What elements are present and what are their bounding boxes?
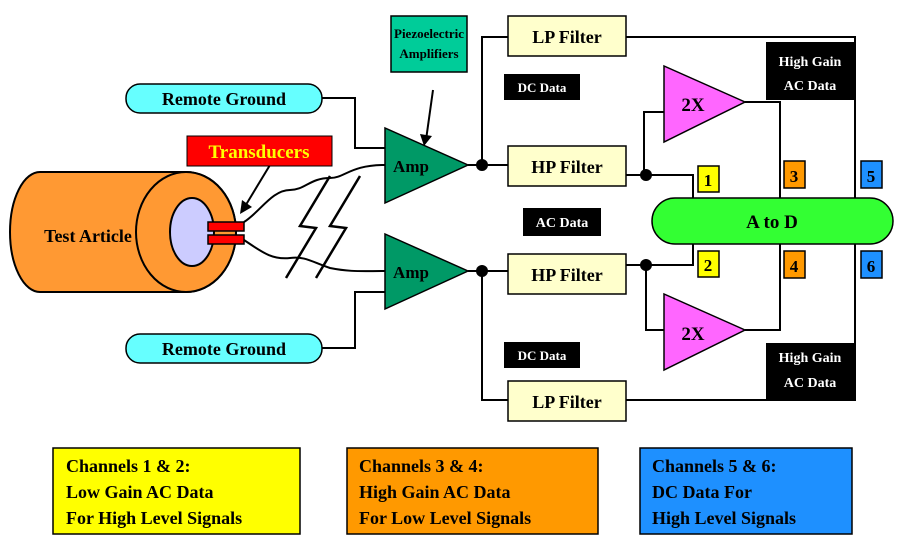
channel-4-badge — [783, 250, 806, 279]
amp-bottom — [384, 232, 470, 311]
arrow-transducers — [243, 164, 271, 209]
high-gain-bottom-tag — [766, 343, 854, 401]
wire-hp-top-ch1 — [626, 174, 694, 198]
channel-5-label: 5 — [867, 167, 876, 186]
legend-box-channels-3-4 — [346, 447, 599, 535]
wire-hp-top-gain — [643, 111, 664, 175]
channel-3-badge — [783, 160, 806, 189]
channel-4-label: 4 — [790, 257, 799, 276]
piezo-amplifiers-box — [390, 15, 468, 73]
remote-ground-top-label: Remote Ground — [162, 89, 286, 109]
high-gain-top-line2: AC Data — [784, 79, 837, 94]
legend-2-line2: High Gain AC Data — [359, 482, 511, 502]
arrowhead-transducers — [240, 200, 252, 214]
gain-bottom-label: 2X — [681, 324, 705, 345]
ac-data-label: AC Data — [536, 216, 589, 231]
cable-top — [243, 164, 386, 223]
legend-1-line2: Low Gain AC Data — [66, 482, 214, 502]
amp-top — [384, 126, 470, 205]
dc-data-bottom-tag — [504, 342, 580, 368]
channel-5-badge — [860, 160, 883, 189]
hp-filter-bottom-label: HP Filter — [531, 265, 602, 285]
channel-6-badge — [860, 250, 883, 279]
test-article: Test Article — [9, 171, 245, 293]
wire-to-lp-top — [481, 36, 508, 165]
channel-6-label: 6 — [867, 257, 876, 276]
channel-2-label: 2 — [704, 256, 713, 275]
piezo-label-line2: Amplifiers — [399, 46, 458, 61]
lp-filter-top — [507, 15, 627, 57]
dc-data-bottom-label: DC Data — [518, 348, 567, 363]
legend-2-line3: For Low Level Signals — [359, 508, 531, 528]
junction-dot — [476, 265, 488, 277]
hp-filter-bottom — [507, 253, 627, 295]
junction-dot — [476, 159, 488, 171]
wire-remote-ground-bottom — [322, 291, 385, 349]
wire-gain-top-ch3 — [745, 101, 781, 198]
hp-filter-top — [507, 145, 627, 187]
high-gain-bottom-line1: High Gain — [779, 351, 842, 366]
channel-1-label: 1 — [704, 171, 713, 190]
dc-data-top-label: DC Data — [518, 80, 567, 95]
break-zigzag-left — [284, 175, 332, 279]
high-gain-bottom-line2: AC Data — [784, 376, 837, 391]
legend-box-channels-5-6 — [639, 447, 853, 535]
dc-data-top-tag — [504, 74, 580, 100]
high-gain-top-line1: High Gain — [779, 55, 842, 70]
cylinder-core — [169, 197, 215, 267]
cable-bottom — [243, 239, 386, 273]
high-gain-top-tag — [766, 42, 854, 100]
amp-bottom-label: Amp — [393, 263, 429, 282]
amp-top-label: Amp — [393, 157, 429, 176]
remote-ground-bottom — [125, 333, 323, 364]
remote-ground-bottom-label: Remote Ground — [162, 339, 286, 359]
gain-bottom — [663, 292, 747, 372]
channel-3-label: 3 — [790, 167, 799, 186]
piezo-label-line1: Piezoelectric — [394, 26, 464, 41]
wire-to-lp-bottom — [481, 271, 508, 401]
lp-filter-bottom-label: LP Filter — [532, 392, 601, 412]
hp-filter-top-label: HP Filter — [531, 157, 602, 177]
ac-data-tag — [523, 208, 601, 236]
legend: Channels 1 & 2: Low Gain AC Data For Hig… — [52, 447, 853, 535]
gain-top-label: 2X — [681, 95, 705, 116]
legend-1-line3: For High Level Signals — [66, 508, 242, 528]
channel-1-badge — [697, 165, 720, 193]
transducer-bottom — [207, 234, 245, 245]
a-to-d-label: A to D — [746, 212, 798, 233]
test-article-label: Test Article — [44, 226, 132, 246]
legend-2-line1: Channels 3 & 4: — [359, 456, 484, 476]
wire-lp-bottom-bus — [626, 240, 856, 401]
legend-box-channels-1-2 — [52, 447, 301, 535]
gain-top — [663, 64, 747, 144]
wire-gain-bottom-ch4 — [745, 244, 781, 331]
wire-remote-ground-top — [322, 97, 385, 149]
junction-dots — [476, 159, 652, 277]
lp-filter-bottom — [507, 380, 627, 422]
a-to-d-converter — [651, 197, 894, 245]
legend-3-line3: High Level Signals — [652, 508, 796, 528]
legend-1-line1: Channels 1 & 2: — [66, 456, 191, 476]
junction-dot — [640, 169, 652, 181]
arrowhead-piezo — [420, 134, 432, 146]
junction-dot — [640, 259, 652, 271]
channel-2-badge — [697, 250, 720, 278]
legend-3-line2: DC Data For — [652, 482, 752, 502]
transducer-top — [207, 221, 245, 232]
lp-filter-top-label: LP Filter — [532, 27, 601, 47]
break-zigzag-right — [314, 175, 362, 279]
legend-3-line1: Channels 5 & 6: — [652, 456, 777, 476]
cable-break — [284, 175, 362, 279]
wire-hp-bottom-ch2 — [626, 244, 694, 266]
wire-lp-top-bus — [626, 36, 856, 200]
arrow-piezo-to-amp — [425, 89, 434, 141]
remote-ground-top — [125, 83, 323, 114]
transducers-box — [186, 135, 333, 167]
wire-hp-bottom-gain — [645, 265, 664, 331]
arrowheads — [240, 134, 432, 214]
transducers-label: Transducers — [209, 142, 310, 163]
